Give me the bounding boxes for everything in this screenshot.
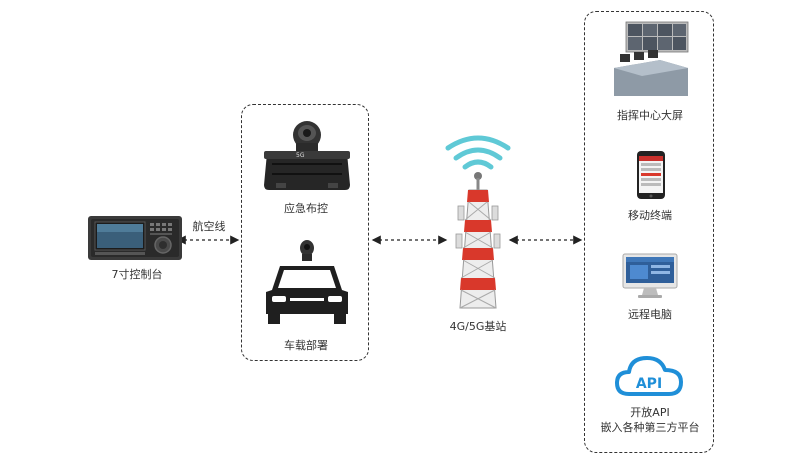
command-center-icon — [614, 21, 689, 96]
command-label: 指挥中心大屏 — [617, 109, 683, 122]
api-label-line2: 嵌入各种第三方平台 — [600, 421, 700, 434]
pc-label: 远程电脑 — [628, 308, 672, 321]
emergency-label: 应急布控 — [284, 202, 328, 215]
vehicle-label: 车载部署 — [284, 339, 328, 352]
tower-label: 4G/5G基站 — [449, 320, 507, 333]
console-device-icon — [88, 216, 182, 260]
link-label: 航空线 — [192, 220, 226, 233]
cell-tower-icon — [445, 135, 511, 309]
api-icon-text: API — [636, 376, 662, 392]
api-label-line1: 开放API — [630, 406, 670, 419]
console-label: 7寸控制台 — [111, 268, 163, 281]
mobile-label: 移动终端 — [628, 209, 672, 222]
emergency-case-icon: 5G — [264, 121, 350, 190]
vehicle-camera-icon — [266, 240, 348, 324]
cloud-api-icon: API — [615, 356, 683, 396]
terminal-group-box — [584, 11, 714, 453]
pc-monitor-icon — [622, 253, 678, 298]
mobile-phone-icon — [637, 151, 665, 199]
case-badge-text: 5G — [296, 152, 305, 159]
deployment-group-box — [241, 104, 369, 361]
